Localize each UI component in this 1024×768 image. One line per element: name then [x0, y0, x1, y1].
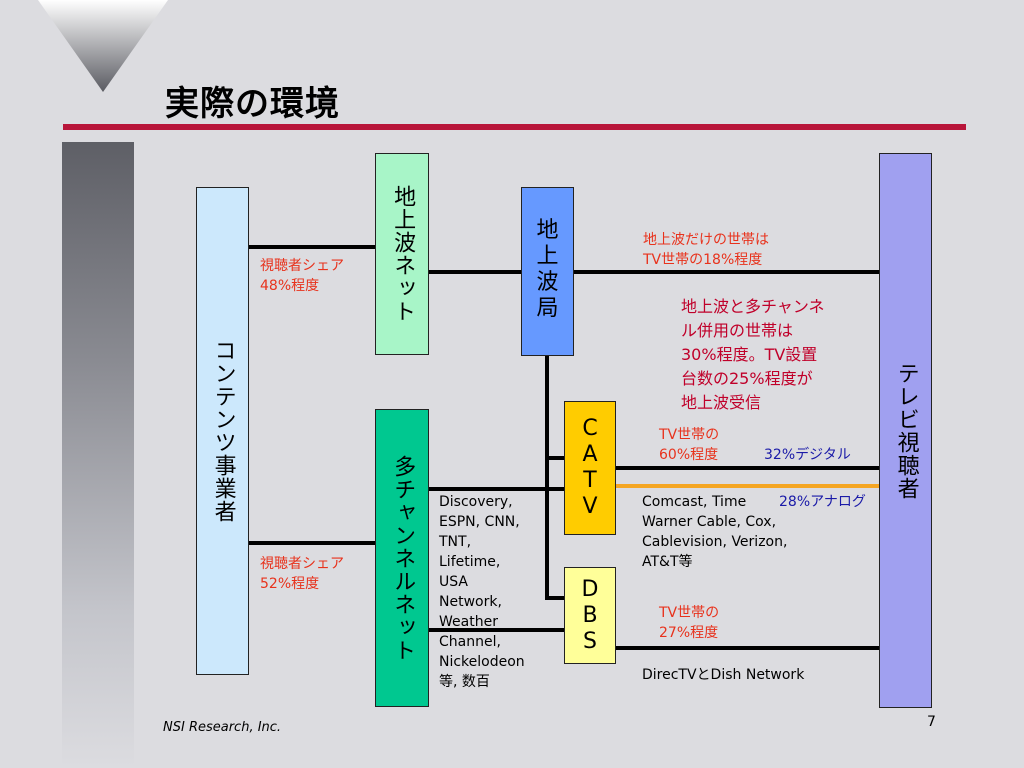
footer-company: NSI Research, Inc. — [163, 720, 282, 735]
page-number: 7 — [927, 714, 936, 730]
terrestrial-station-box: 地 上 波 局 — [521, 187, 574, 356]
content-providers-box: コンテンツ事業者 — [196, 187, 249, 675]
terrestrial-plus-multichannel-note: 地上波と多チャンネ ル併用の世帯は 30%程度。TV設置 台数の25%程度が 地… — [681, 297, 825, 412]
line-dbs-to-viewers — [615, 646, 880, 650]
share-52-note: 視聴者シェア 52%程度 — [260, 556, 344, 592]
line-station-to-viewers — [574, 270, 880, 274]
catv-operators-note: Comcast, Time Warner Cable, Cox, Cablevi… — [642, 494, 788, 570]
line-catv-digital-to-viewers — [615, 466, 880, 470]
digital-note: 32%デジタル — [764, 447, 851, 463]
catv-label: C A T V — [582, 416, 598, 519]
terrestrial-station-label: 地 上 波 局 — [536, 218, 559, 321]
line-multichannel-to-dbs — [428, 628, 564, 632]
terrestrial-only-note: 地上波だけの世帯は TV世帯の18%程度 — [643, 232, 769, 268]
dbs-label: D B S — [581, 576, 599, 654]
line-content-to-terrestrial-net — [248, 245, 376, 249]
line-catv-analog-to-viewers — [615, 484, 880, 488]
page-title: 実際の環境 — [165, 84, 340, 124]
catv-box: C A T V — [564, 401, 616, 535]
line-multichannel-to-catv — [428, 487, 564, 491]
title-rule — [63, 124, 966, 130]
multichannel-net-label: 多チャンネルネット — [390, 454, 416, 662]
content-providers-label: コンテンツ事業者 — [210, 339, 236, 523]
line-trunk-to-dbs — [545, 596, 564, 600]
dbs-operators-note: DirecTVとDish Network — [642, 667, 805, 683]
terrestrial-net-label: 地上波ネット — [390, 185, 416, 323]
multichannel-net-box: 多チャンネルネット — [375, 409, 429, 707]
tv-viewers-box: テレビ視聴者 — [879, 153, 932, 708]
line-station-trunk — [545, 355, 549, 598]
line-terrestrial-net-to-station — [428, 270, 522, 274]
decorative-side-bar — [62, 142, 134, 768]
cable-networks-note: Discovery, ESPN, CNN, TNT, Lifetime, USA… — [439, 494, 525, 690]
analog-note: 28%アナログ — [779, 494, 866, 510]
catv-share-note: TV世帯の 60%程度 — [659, 427, 720, 463]
terrestrial-net-box: 地上波ネット — [375, 153, 429, 355]
line-trunk-to-catv — [545, 456, 564, 460]
dbs-share-note: TV世帯の 27%程度 — [659, 605, 720, 641]
line-content-to-multichannel — [248, 541, 376, 545]
dbs-box: D B S — [564, 567, 616, 664]
decorative-triangle — [38, 0, 168, 92]
share-48-note: 視聴者シェア 48%程度 — [260, 258, 344, 294]
tv-viewers-label: テレビ視聴者 — [893, 361, 919, 500]
